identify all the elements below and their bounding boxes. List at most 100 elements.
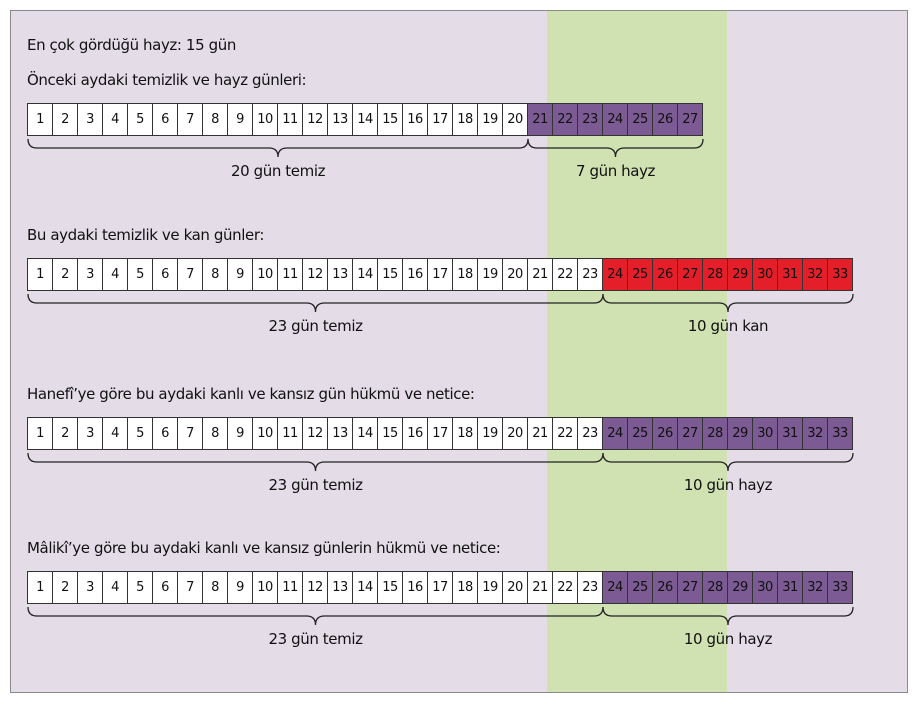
day-cell-temiz: 11	[277, 417, 303, 450]
day-cell-temiz: 1	[27, 571, 53, 604]
day-cell-temiz: 17	[427, 417, 453, 450]
day-cell-temiz: 18	[452, 103, 478, 136]
day-cell-temiz: 10	[252, 258, 278, 291]
day-cell-temiz: 7	[177, 571, 203, 604]
day-cell-temiz: 8	[202, 417, 228, 450]
day-cell-temiz: 3	[77, 103, 103, 136]
day-cell-kan: 24	[602, 258, 628, 291]
day-cell-hayz: 27	[677, 417, 703, 450]
day-cell-temiz: 19	[477, 103, 503, 136]
day-cell-hayz: 27	[677, 571, 703, 604]
diagram-title: En çok gördüğü hayz: 15 gün	[27, 36, 236, 54]
day-cell-temiz: 5	[127, 417, 153, 450]
day-cell-temiz: 11	[277, 103, 303, 136]
row-label: Mâlikî’ye göre bu aydaki kanlı ve kansız…	[27, 539, 501, 557]
day-cell-hayz: 30	[752, 417, 778, 450]
day-cell-temiz: 3	[77, 571, 103, 604]
day-cell-temiz: 13	[327, 571, 353, 604]
day-cell-temiz: 14	[352, 103, 378, 136]
day-cell-temiz: 22	[552, 571, 578, 604]
group-label: 10 gün hayz	[683, 476, 773, 494]
row-label: Önceki aydaki temizlik ve hayz günleri:	[27, 71, 307, 89]
day-cell-hayz: 24	[602, 103, 628, 136]
day-cell-hayz: 29	[727, 417, 753, 450]
row-label: Bu aydaki temizlik ve kan günler:	[27, 226, 264, 244]
day-cell-temiz: 9	[227, 258, 253, 291]
group-label: 23 gün temiz	[268, 476, 363, 494]
day-cell-temiz: 2	[52, 417, 78, 450]
day-cell-temiz: 16	[402, 571, 428, 604]
day-cell-kan: 33	[827, 258, 853, 291]
day-cell-temiz: 10	[252, 571, 278, 604]
day-cell-temiz: 22	[552, 417, 578, 450]
group-brace	[602, 606, 854, 626]
day-cell-hayz: 28	[702, 571, 728, 604]
group-label: 7 gün hayz	[575, 162, 656, 180]
day-cell-temiz: 9	[227, 103, 253, 136]
day-cell-hayz: 29	[727, 571, 753, 604]
group-brace	[27, 138, 529, 158]
day-cell-temiz: 19	[477, 571, 503, 604]
group-label: 10 gün kan	[687, 317, 769, 335]
day-cell-temiz: 23	[577, 571, 603, 604]
day-cell-temiz: 20	[502, 103, 528, 136]
group-label: 10 gün hayz	[683, 630, 773, 648]
day-cell-temiz: 4	[102, 103, 128, 136]
group-brace	[27, 452, 604, 472]
day-cell-hayz: 26	[652, 571, 678, 604]
group-brace	[27, 293, 604, 313]
day-cell-kan: 27	[677, 258, 703, 291]
group-brace	[27, 606, 604, 626]
day-cell-temiz: 20	[502, 417, 528, 450]
day-cell-hayz: 25	[627, 571, 653, 604]
day-cell-hayz: 22	[552, 103, 578, 136]
day-cell-hayz: 31	[777, 417, 803, 450]
day-cell-hayz: 33	[827, 571, 853, 604]
day-cell-temiz: 7	[177, 258, 203, 291]
day-cell-kan: 30	[752, 258, 778, 291]
group-label: 23 gün temiz	[268, 630, 363, 648]
day-cell-temiz: 8	[202, 258, 228, 291]
day-cell-temiz: 21	[527, 571, 553, 604]
day-cell-temiz: 6	[152, 103, 178, 136]
day-cell-temiz: 11	[277, 258, 303, 291]
day-cell-temiz: 18	[452, 571, 478, 604]
day-cell-temiz: 3	[77, 258, 103, 291]
group-brace	[602, 452, 854, 472]
day-cell-temiz: 2	[52, 258, 78, 291]
group-label: 20 gün temiz	[230, 162, 326, 180]
day-cell-hayz: 24	[602, 571, 628, 604]
day-cell-temiz: 14	[352, 571, 378, 604]
day-cell-temiz: 1	[27, 103, 53, 136]
day-cell-hayz: 28	[702, 417, 728, 450]
day-cell-temiz: 15	[377, 417, 403, 450]
day-cell-kan: 29	[727, 258, 753, 291]
day-cell-hayz: 26	[652, 103, 678, 136]
day-cell-hayz: 33	[827, 417, 853, 450]
day-cell-hayz: 26	[652, 417, 678, 450]
day-cell-temiz: 20	[502, 571, 528, 604]
day-cell-temiz: 10	[252, 417, 278, 450]
day-cell-kan: 32	[802, 258, 828, 291]
day-cell-temiz: 15	[377, 258, 403, 291]
day-cell-hayz: 23	[577, 103, 603, 136]
day-cell-temiz: 15	[377, 103, 403, 136]
row-label: Hanefî’ye göre bu aydaki kanlı ve kansız…	[27, 385, 475, 403]
group-label: 23 gün temiz	[268, 317, 363, 335]
day-cell-temiz: 21	[527, 258, 553, 291]
day-cell-kan: 26	[652, 258, 678, 291]
day-cell-hayz: 21	[527, 103, 553, 136]
day-cell-kan: 31	[777, 258, 803, 291]
day-cell-temiz: 7	[177, 417, 203, 450]
day-cell-temiz: 6	[152, 417, 178, 450]
day-cell-temiz: 16	[402, 258, 428, 291]
day-cell-temiz: 13	[327, 103, 353, 136]
day-cell-temiz: 12	[302, 417, 328, 450]
group-brace	[602, 293, 854, 313]
